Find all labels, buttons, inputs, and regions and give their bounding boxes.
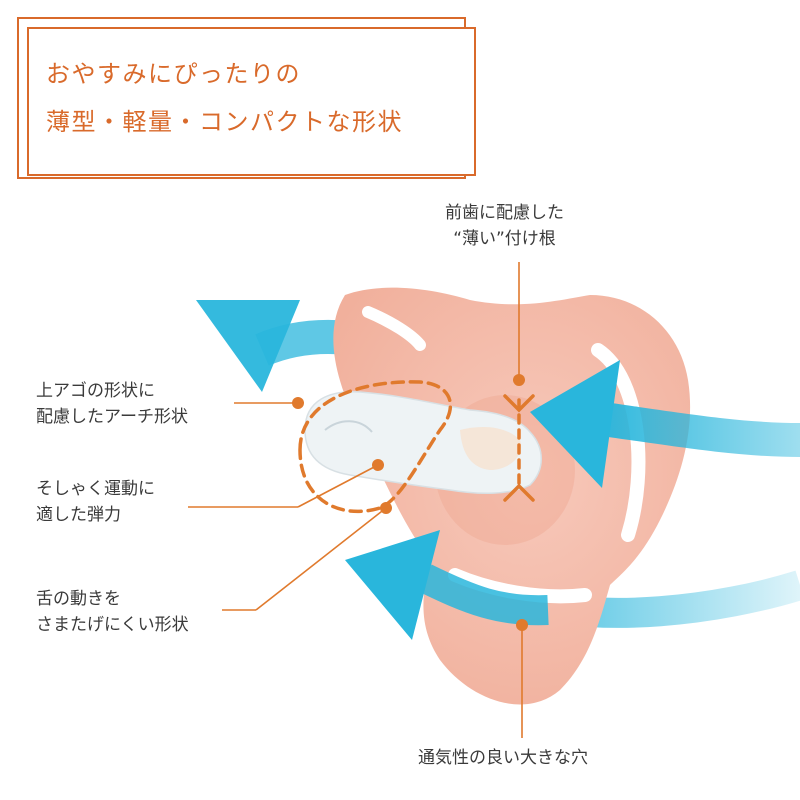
- callout-arch-line-1: 上アゴの形状に: [36, 381, 155, 401]
- pacifier-nipple: [304, 391, 542, 495]
- airflow-arrow-icon: [345, 530, 549, 640]
- pacifier-shield: [333, 287, 691, 705]
- callout-front-teeth: 前歯に配慮した “薄い”付け根: [445, 200, 564, 252]
- callout-outlines: [298, 380, 535, 514]
- callout-holes-line-1: 通気性の良い大きな穴: [418, 748, 588, 768]
- headline-frame: [27, 27, 476, 176]
- callout-tongue-line-1: 舌の動きを: [36, 589, 121, 609]
- callout-tongue-line-2: さまたげにくい形状: [36, 615, 189, 635]
- headline-line-2: 薄型・軽量・コンパクトな形状: [46, 108, 403, 136]
- callout-arch: 上アゴの形状に 配慮したアーチ形状: [36, 378, 188, 430]
- headline-line-1: おやすみにぴったりの: [46, 60, 301, 88]
- callout-dots: [292, 374, 528, 631]
- callout-elasticity-line-2: 適した弾力: [36, 505, 121, 525]
- callout-front-teeth-line-2: “薄い”付け根: [453, 229, 556, 249]
- callout-elasticity-line-1: そしゃく運動に: [36, 479, 155, 499]
- callout-tongue: 舌の動きを さまたげにくい形状: [36, 586, 189, 638]
- callout-elasticity: そしゃく運動に 適した弾力: [36, 476, 155, 528]
- leader-lines: [188, 262, 523, 738]
- callout-holes: 通気性の良い大きな穴: [418, 745, 588, 771]
- airflow-arrow-icon: [530, 360, 800, 488]
- callout-arch-line-2: 配慮したアーチ形状: [36, 407, 188, 427]
- callout-front-teeth-line-1: 前歯に配慮した: [445, 203, 564, 223]
